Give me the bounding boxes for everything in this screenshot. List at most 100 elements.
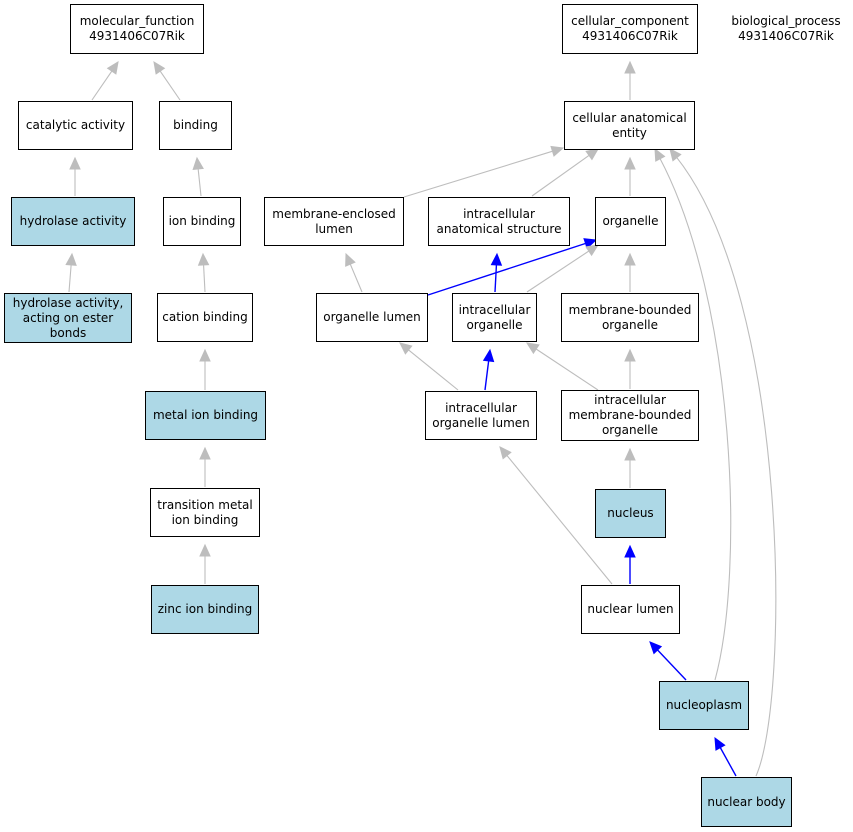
arrowhead bbox=[499, 446, 512, 460]
node-cation-binding[interactable]: cation binding bbox=[157, 293, 253, 342]
arrowhead bbox=[192, 156, 204, 171]
node-hydrolase-activity-ester[interactable]: hydrolase activity, acting on ester bond… bbox=[4, 293, 132, 343]
node-cellular-component[interactable]: cellular_component 4931406C07Rik bbox=[562, 4, 698, 54]
edge-intracellular_anatomical_structure-to-cellular_anatomical_entity bbox=[531, 148, 599, 197]
node-cellular-anatomical-entity[interactable]: cellular anatomical entity bbox=[564, 101, 695, 150]
arrowhead bbox=[399, 342, 413, 355]
arrowhead bbox=[482, 348, 495, 363]
node-molecular-function[interactable]: molecular_function 4931406C07Rik bbox=[70, 4, 204, 54]
node-nuclear-lumen[interactable]: nuclear lumen bbox=[581, 585, 680, 634]
edge-metal_ion_binding-to-cation_binding bbox=[199, 348, 211, 390]
edge-intracellular_organelle-to-organelle bbox=[526, 244, 600, 293]
edge-nuclear_body-to-cellular_anatomical_entity bbox=[669, 148, 777, 777]
edge-hydrolase_activity-to-catalytic_activity bbox=[69, 156, 81, 196]
node-biological-process[interactable]: biological_process 4931406C07Rik bbox=[731, 14, 841, 43]
node-ion-binding[interactable]: ion binding bbox=[163, 197, 241, 246]
arrowhead bbox=[583, 238, 598, 250]
arrowhead bbox=[106, 61, 119, 75]
edge-membrane_bounded_organelle-to-organelle bbox=[624, 252, 636, 292]
arrowhead bbox=[199, 348, 211, 362]
edge-line bbox=[505, 454, 613, 585]
edge-transition_metal_ion_binding-to-metal_ion_binding bbox=[199, 446, 211, 487]
edge-intracellular_organelle_lumen-to-intracellular_organelle bbox=[482, 348, 495, 391]
node-intracellular-membrane-bounded-organelle[interactable]: intracellular membrane-bounded organelle bbox=[561, 390, 699, 441]
edge-intracellular_membrane_bounded_organelle-to-intracellular_organelle bbox=[525, 342, 599, 391]
edge-nucleus-to-intracellular_membrane_bounded_organelle bbox=[624, 447, 636, 488]
node-nucleus[interactable]: nucleus bbox=[595, 489, 666, 538]
edge-line bbox=[349, 263, 363, 293]
arrowhead bbox=[490, 252, 503, 266]
arrowhead bbox=[624, 447, 636, 461]
edge-binding-to-molecular_function bbox=[153, 61, 181, 101]
arrowhead bbox=[714, 736, 726, 751]
edge-hydrolase_activity_ester-to-hydrolase_activity bbox=[65, 252, 77, 293]
arrowhead bbox=[153, 61, 166, 75]
arrowhead bbox=[649, 641, 663, 655]
edge-intracellular_organelle_lumen-to-organelle_lumen bbox=[399, 342, 459, 391]
node-transition-metal-ion-binding[interactable]: transition metal ion binding bbox=[150, 488, 260, 537]
arrowhead bbox=[199, 446, 211, 460]
arrowhead bbox=[199, 543, 211, 557]
node-catalytic-activity[interactable]: catalytic activity bbox=[18, 101, 133, 150]
node-intracellular-anatomical-structure[interactable]: intracellular anatomical structure bbox=[428, 197, 570, 246]
edge-line bbox=[403, 150, 554, 198]
node-intracellular-organelle-lumen[interactable]: intracellular organelle lumen bbox=[425, 391, 537, 440]
node-nuclear-body[interactable]: nuclear body bbox=[701, 777, 792, 827]
edge-line bbox=[202, 263, 206, 293]
edge-organelle_lumen-to-membrane_enclosed_lumen bbox=[345, 252, 363, 293]
arrowhead bbox=[624, 60, 636, 74]
edge-nuclear_body-to-nucleoplasm bbox=[714, 736, 737, 777]
edge-line bbox=[407, 348, 459, 391]
edge-line bbox=[531, 154, 591, 197]
edge-line bbox=[526, 250, 590, 293]
arrowhead bbox=[624, 544, 636, 558]
arrowhead bbox=[624, 156, 636, 170]
node-zinc-ion-binding[interactable]: zinc ion binding bbox=[151, 585, 259, 634]
edge-intracellular_organelle-to-intracellular_anatomical_structure bbox=[490, 252, 503, 293]
edge-organelle_lumen-to-organelle bbox=[427, 238, 598, 296]
edge-line bbox=[197, 167, 202, 197]
edge-catalytic_activity-to-molecular_function bbox=[91, 61, 119, 101]
arrowhead bbox=[585, 244, 600, 257]
arrowhead bbox=[65, 252, 77, 266]
edge-line bbox=[494, 263, 498, 293]
node-nucleoplasm[interactable]: nucleoplasm bbox=[659, 681, 749, 730]
edge-line bbox=[535, 348, 599, 391]
node-organelle[interactable]: organelle bbox=[595, 197, 666, 246]
edge-nucleoplasm-to-nuclear_lumen bbox=[649, 641, 687, 681]
node-metal-ion-binding[interactable]: metal ion binding bbox=[145, 391, 266, 440]
arrowhead bbox=[345, 252, 356, 267]
edge-nucleoplasm-to-cellular_anatomical_entity bbox=[654, 147, 732, 681]
edge-line bbox=[659, 157, 732, 681]
edge-line bbox=[91, 69, 113, 101]
edge-intracellular_membrane_bounded_organelle-to-membrane_bounded_organelle bbox=[624, 348, 636, 389]
edge-line bbox=[427, 242, 587, 296]
edge-membrane_enclosed_lumen-to-cellular_anatomical_entity bbox=[403, 145, 565, 198]
node-membrane-bounded-organelle[interactable]: membrane-bounded organelle bbox=[561, 293, 699, 342]
node-intracellular-organelle[interactable]: intracellular organelle bbox=[452, 293, 537, 342]
arrowhead bbox=[654, 147, 666, 162]
node-binding[interactable]: binding bbox=[159, 101, 232, 150]
edge-zinc_ion_binding-to-transition_metal_ion_binding bbox=[199, 543, 211, 584]
edge-ion_binding-to-binding bbox=[192, 156, 204, 197]
arrowhead bbox=[669, 148, 682, 162]
edge-line bbox=[656, 648, 687, 681]
edge-cellular_anatomical_entity-to-cellular_component bbox=[624, 60, 636, 100]
node-organelle-lumen[interactable]: organelle lumen bbox=[316, 293, 428, 342]
node-hydrolase-activity[interactable]: hydrolase activity bbox=[11, 197, 135, 246]
arrowhead bbox=[550, 145, 565, 157]
arrowhead bbox=[197, 252, 210, 266]
arrowhead bbox=[69, 156, 81, 170]
edge-line bbox=[675, 156, 777, 777]
edge-line bbox=[68, 263, 72, 293]
edge-organelle-to-cellular_anatomical_entity bbox=[624, 156, 636, 196]
arrowhead bbox=[624, 348, 636, 362]
edge-nuclear_lumen-to-nucleus bbox=[624, 544, 636, 584]
arrowhead bbox=[585, 148, 599, 161]
edge-line bbox=[719, 746, 737, 777]
edge-line bbox=[159, 69, 181, 101]
edge-line bbox=[484, 359, 490, 391]
node-membrane-enclosed-lumen[interactable]: membrane-enclosed lumen bbox=[264, 197, 404, 246]
arrowhead bbox=[624, 252, 636, 266]
